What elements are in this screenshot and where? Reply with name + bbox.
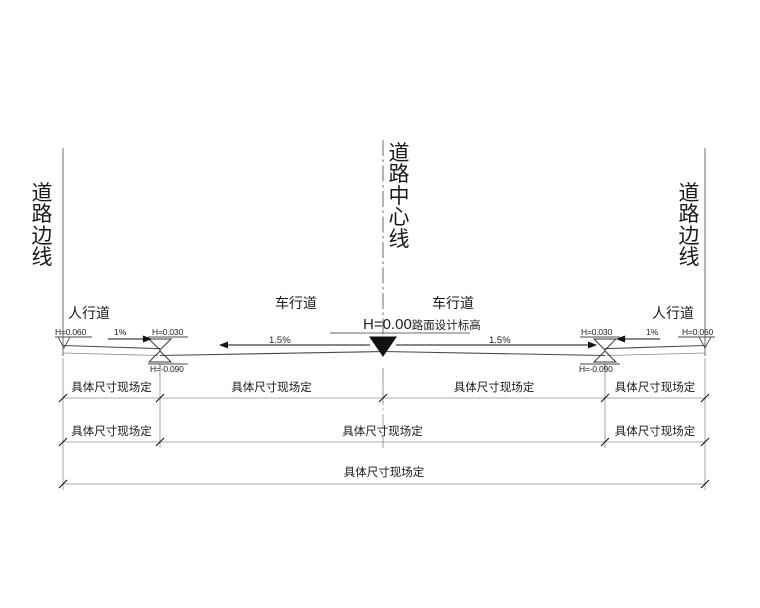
elevation-triangle-open-icon-right [678,336,715,349]
slope-label-carriageway-left: 1.5% [269,335,291,346]
dimension-row2-seg1: 具体尺寸现场定 [71,426,152,438]
slope-arrows [108,335,660,349]
dimension-row-1 [58,393,710,403]
right-edge-char-2: 路 [678,202,700,227]
sidewalk-left-label: 人行道 [68,307,110,322]
road-centerline-label: 道 路 中 心 线 [387,141,411,251]
centerline-design-elevation: H=0.00路面设计标高 [363,317,481,333]
right-edge-char-1: 道 [678,181,700,205]
dimension-row2-seg2: 具体尺寸现场定 [342,426,423,438]
left-edge-char-4: 线 [31,245,53,270]
elevation-right-gutter: H=-0.090 [579,364,613,374]
dimension-row1-seg2: 具体尺寸现场定 [231,382,312,394]
curb-bowtie-icon-right [580,336,620,369]
right-road-edge-label: 道 路 边 线 [677,181,701,270]
centerline-char-5: 线 [388,226,410,251]
elevation-left-edge: H=0.060 [55,327,86,337]
carriageway-left-label: 车行道 [275,297,317,312]
carriageway-right-label: 车行道 [432,297,474,312]
road-edge-lines [62,148,706,356]
dimension-row1-seg3: 具体尺寸现场定 [453,382,535,394]
left-sidewalk-surface [62,344,156,350]
left-sidewalk-base [62,352,159,356]
left-edge-char-3: 边 [31,223,53,248]
centerline-char-1: 道 [388,141,410,165]
dimension-tick-icon-row1 [58,393,710,403]
elevation-right-curb-top: H=0.030 [581,327,612,337]
right-edge-char-4: 线 [678,245,700,270]
slope-label-sidewalk-right: 1% [646,327,659,337]
dimension-tick-icon-row2 [58,437,710,447]
sidewalk-right-label: 人行道 [652,307,694,322]
slope-label-carriageway-right: 1.5% [489,335,511,346]
elevation-left-gutter: H=-0.090 [150,364,184,374]
dimension-row1-seg1: 具体尺寸现场定 [71,382,152,394]
centerline-elevation-value: H=0.00 [363,316,412,333]
centerline-char-2: 路 [388,162,410,187]
centerline-elevation-note: 路面设计标高 [411,320,481,332]
dimension-row-3 [58,479,710,489]
elevation-left-curb-top: H=0.030 [152,327,183,337]
slope-label-sidewalk-left: 1% [114,327,127,337]
centerline-char-4: 心 [388,205,410,230]
dimension-row-2 [58,437,710,447]
centerline-char-3: 中 [388,183,410,208]
right-edge-char-3: 边 [678,223,700,248]
left-road-edge-label: 道 路 边 线 [30,181,54,270]
left-edge-char-2: 路 [31,202,53,227]
dimension-row2-seg3: 具体尺寸现场定 [614,426,696,438]
dimension-row3-seg1: 具体尺寸现场定 [343,467,425,479]
dimension-tick-icon-row3 [58,479,710,489]
right-sidewalk-surface [609,344,706,350]
right-sidewalk-base [606,352,706,356]
elevation-triangle-filled-icon [330,332,470,357]
elevation-triangle-open-icon-left [55,336,92,349]
curb-bowtie-icon-left [147,336,188,369]
left-edge-char-1: 道 [31,181,53,205]
right-carriageway-surface [382,350,606,357]
dimension-row1-seg4: 具体尺寸现场定 [614,382,696,394]
elevation-right-edge: H=0.060 [682,327,713,337]
left-carriageway-surface [159,350,384,357]
pavement-profile [62,344,706,357]
